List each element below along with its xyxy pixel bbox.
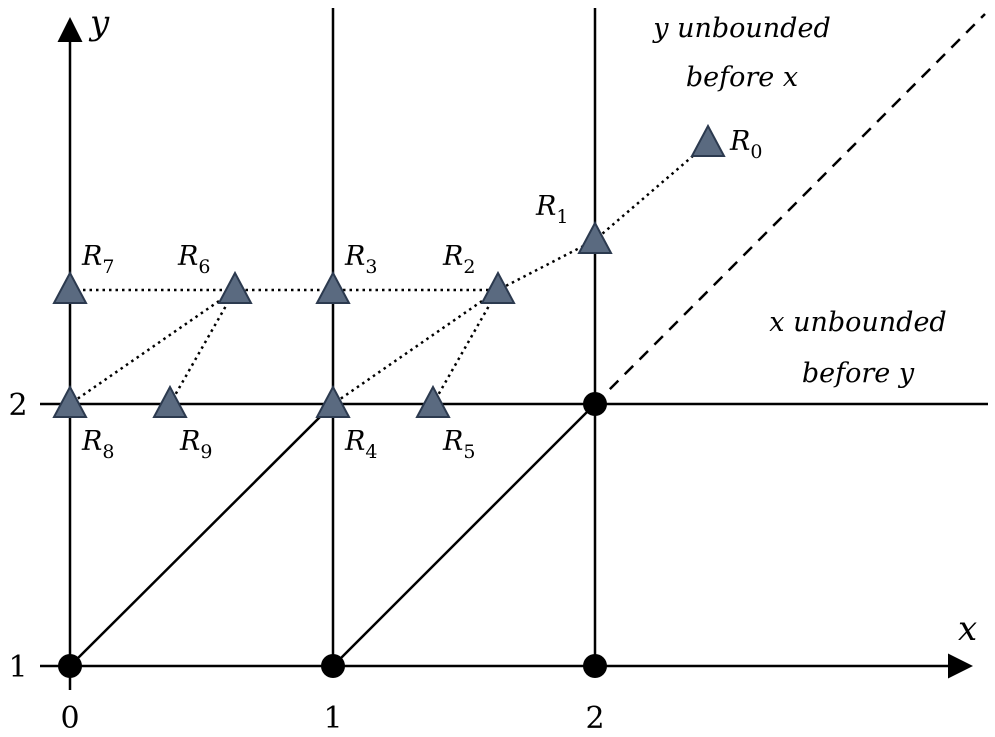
y-axis-label: y — [88, 3, 110, 43]
region-label-r2: R2 — [442, 241, 475, 278]
region-marker-r1 — [577, 220, 613, 254]
region-label-r6: R6 — [177, 241, 210, 278]
y-tick-2: 2 — [8, 388, 27, 423]
region-label-r0: R0 — [729, 126, 762, 163]
diagonal-line-1 — [332, 403, 596, 667]
region-marker-r5 — [415, 384, 451, 418]
connector-r6-r9 — [168, 289, 237, 405]
connector-r2-r4 — [332, 288, 499, 406]
vertex-0-1 — [58, 654, 82, 678]
region-marker-r4 — [315, 384, 351, 418]
connector-r1-r2 — [497, 238, 596, 292]
region-label-r3: R3 — [344, 241, 377, 278]
region-label-r4: R4 — [344, 426, 377, 463]
region-label-r8: R8 — [81, 426, 114, 463]
connector-r0-r1 — [594, 142, 709, 241]
y-tick-1: 1 — [8, 650, 27, 685]
annotation-x-unbounded: x unbounded — [769, 307, 946, 338]
x-tick-1: 1 — [323, 701, 342, 736]
connector-r6-r8 — [69, 288, 236, 406]
diagonal-dashed-line — [594, 13, 986, 405]
region-marker-r2 — [480, 270, 516, 304]
connector-r2-r5 — [431, 289, 500, 405]
region-marker-r0 — [690, 123, 726, 157]
region-marker-r9 — [152, 384, 188, 418]
region-marker-r6 — [217, 270, 253, 304]
region-marker-r7 — [52, 270, 88, 304]
region-marker-r3 — [315, 270, 351, 304]
annotation-before-y: before y — [802, 358, 915, 389]
x-axis-label: x — [958, 609, 977, 649]
region-label-r5: R5 — [442, 426, 475, 463]
annotation-before-x: before x — [686, 62, 798, 93]
x-tick-0: 0 — [60, 701, 79, 736]
annotation-y-unbounded: y unbounded — [652, 13, 830, 44]
x-tick-2: 2 — [585, 701, 604, 736]
diagonal-line-0 — [69, 403, 334, 667]
region-marker-r8 — [52, 384, 88, 418]
region-label-r1: R1 — [535, 191, 568, 228]
region-label-r7: R7 — [81, 241, 114, 278]
vertex-1-1 — [321, 654, 345, 678]
region-label-r9: R9 — [179, 426, 212, 463]
vertex-2-1 — [583, 654, 607, 678]
vertex-2-2 — [583, 392, 607, 416]
